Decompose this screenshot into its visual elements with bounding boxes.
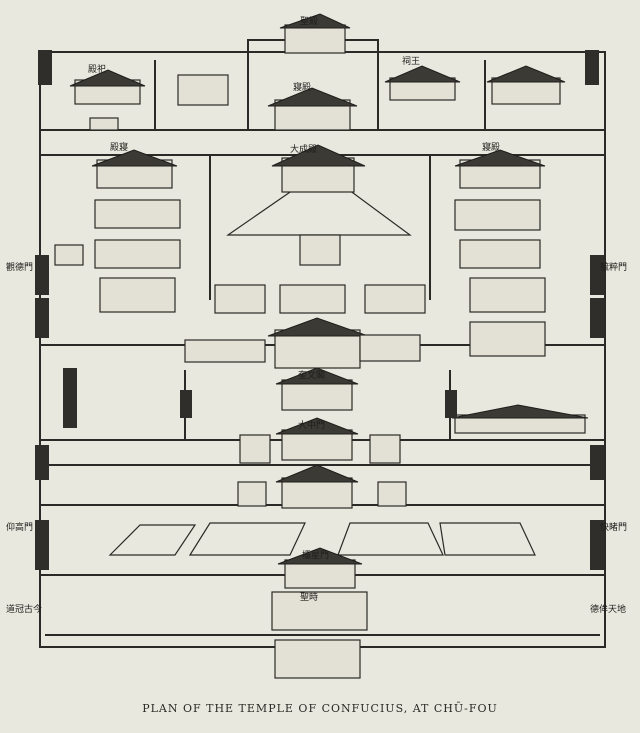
- rear-hall-label: 寢殿: [293, 81, 311, 93]
- left-hall-label: 殿寢: [110, 141, 128, 153]
- rear-hall: 寢殿: [267, 81, 358, 131]
- middle-gate-row: [184, 284, 426, 369]
- center-gate-label: 大中門: [298, 419, 325, 431]
- main-hall-courtyard: 大成殿: [226, 143, 412, 266]
- top-hall: 聖殿: [279, 13, 351, 54]
- main-hall-label: 大成殿: [290, 143, 317, 155]
- bottom-left-label: 聖時: [300, 592, 318, 603]
- left-side-gate-label: 觀德門: [6, 261, 33, 273]
- right-halls: 寢殿: [454, 141, 546, 357]
- left-halls: 殿寢: [54, 141, 181, 313]
- central-gates: 奎文閣 大中門: [237, 367, 589, 509]
- bottom-right-label: 德侔天地: [590, 603, 626, 615]
- bottom-left-sign-label: 道冠古今: [6, 603, 42, 615]
- upper-right-hall: 祠王: [384, 55, 566, 105]
- left-stele-label: 奎文閣: [298, 369, 325, 381]
- side-gates: [35, 50, 604, 570]
- right-side-gate-label: 毓粹門: [600, 261, 627, 273]
- side-labels: 觀德門 毓粹門 快睹門 仰高門 道冠古今 德侔天地: [6, 261, 627, 615]
- courtyard-pools: [108, 522, 536, 556]
- front-gate: 欞星門 聖時: [271, 547, 368, 679]
- top-hall-label: 聖殿: [300, 16, 318, 27]
- upper-left-label: 殿祀: [88, 63, 106, 75]
- left-gate-lower-label: 快睹門: [600, 521, 627, 533]
- upper-left-hall: 殿祀: [69, 63, 229, 131]
- upper-right-label: 祠王: [402, 55, 420, 67]
- plan-caption: PLAN OF THE TEMPLE OF CONFUCIUS, AT CHŪ-…: [142, 702, 498, 715]
- right-hall-label: 寢殿: [482, 141, 500, 153]
- front-gate-label: 欞星門: [302, 549, 329, 561]
- right-gate-lower-label: 仰高門: [6, 521, 33, 533]
